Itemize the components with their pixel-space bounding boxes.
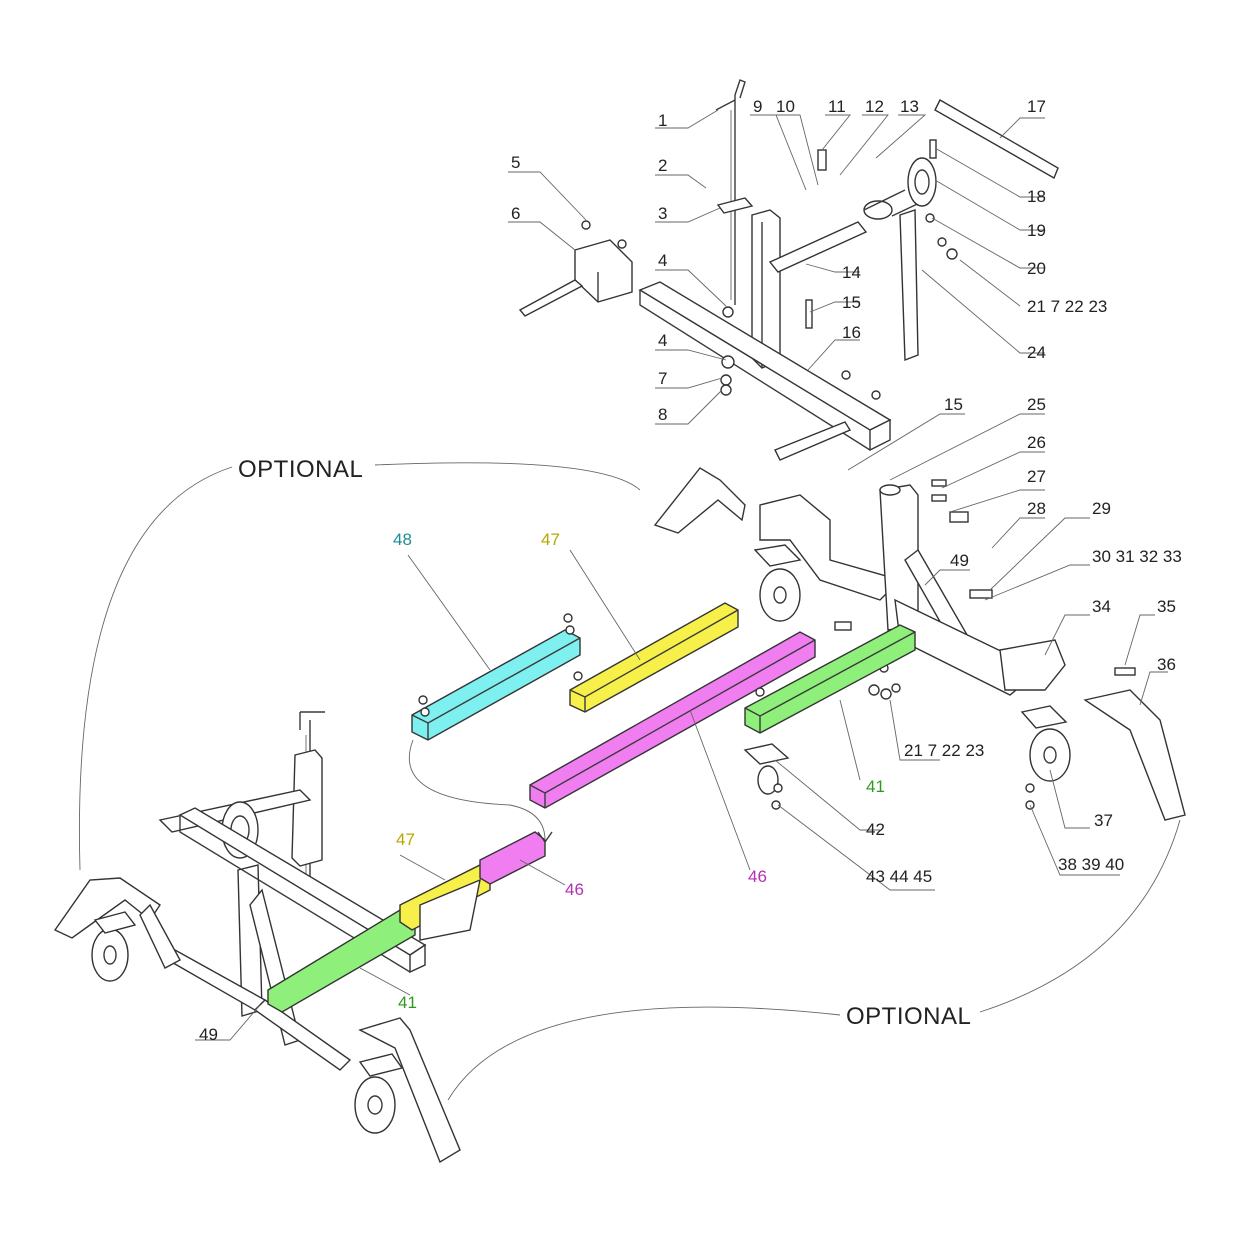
- callout-38-39-40: 38 39 40: [1058, 855, 1124, 874]
- colored-parts: [411, 602, 916, 809]
- callout-25: 25: [1027, 395, 1046, 414]
- callout-20: 20: [1027, 259, 1046, 278]
- right-base-assembly: [653, 467, 1186, 821]
- callout-6: 6: [511, 204, 520, 223]
- callout-4: 4: [658, 331, 667, 350]
- callout-49: 49: [950, 551, 969, 570]
- callout-4: 4: [658, 251, 667, 270]
- callout-21-7-22-23-top: 21 7 22 23: [1027, 297, 1107, 316]
- callout-12: 12: [865, 97, 884, 116]
- callout-13: 13: [900, 97, 919, 116]
- part-41-tube: [744, 624, 916, 734]
- callout-9: 9: [753, 97, 762, 116]
- callout-16: 16: [842, 323, 861, 342]
- callout-41: 41: [398, 993, 417, 1012]
- callout-47: 47: [541, 530, 560, 549]
- callout-7: 7: [658, 369, 667, 388]
- callout-8: 8: [658, 405, 667, 424]
- upper-stand-assembly: [518, 79, 1059, 461]
- callout-11: 11: [828, 97, 846, 116]
- callout-3: 3: [658, 204, 667, 223]
- callout-36: 36: [1157, 655, 1176, 674]
- callout-19: 19: [1027, 221, 1046, 240]
- callout-46: 46: [748, 867, 767, 886]
- callout-14: 14: [842, 263, 861, 282]
- callout-42: 42: [866, 820, 885, 839]
- callout-10: 10: [776, 97, 795, 116]
- part-46-assembled: [479, 831, 546, 885]
- callout-37: 37: [1094, 811, 1113, 830]
- callout-41: 41: [866, 777, 885, 796]
- callout-43-44-45: 43 44 45: [866, 867, 932, 886]
- callout-21-7-22-23-bottom: 21 7 22 23: [904, 741, 984, 760]
- callout-1: 1: [658, 111, 667, 130]
- callout-27: 27: [1027, 467, 1046, 486]
- callout-17: 17: [1027, 97, 1046, 116]
- assembled-unit: [53, 711, 546, 1164]
- optional-curves: [79, 462, 1181, 1101]
- callout-47: 47: [396, 830, 415, 849]
- callout-labels: OPTIONAL OPTIONAL 1 2 3 4 4 5 6 7 8 9 10…: [199, 97, 1182, 1044]
- optional-label-bottom: OPTIONAL: [846, 1003, 971, 1030]
- callout-29: 29: [1092, 499, 1111, 518]
- callout-49: 49: [199, 1025, 218, 1044]
- optional-label-top: OPTIONAL: [238, 456, 363, 483]
- callout-46: 46: [565, 880, 584, 899]
- callout-35: 35: [1157, 597, 1176, 616]
- callout-28: 28: [1027, 499, 1046, 518]
- callout-15: 15: [842, 293, 861, 312]
- callout-30-31-32-33: 30 31 32 33: [1092, 547, 1182, 566]
- callout-5: 5: [511, 153, 520, 172]
- callout-2: 2: [658, 156, 667, 175]
- callout-24: 24: [1027, 343, 1046, 362]
- callout-48: 48: [393, 530, 412, 549]
- leader-lines: [195, 109, 1168, 1041]
- callout-18: 18: [1027, 187, 1046, 206]
- callout-15: 15: [944, 395, 963, 414]
- callout-34: 34: [1092, 597, 1111, 616]
- callout-26: 26: [1027, 433, 1046, 452]
